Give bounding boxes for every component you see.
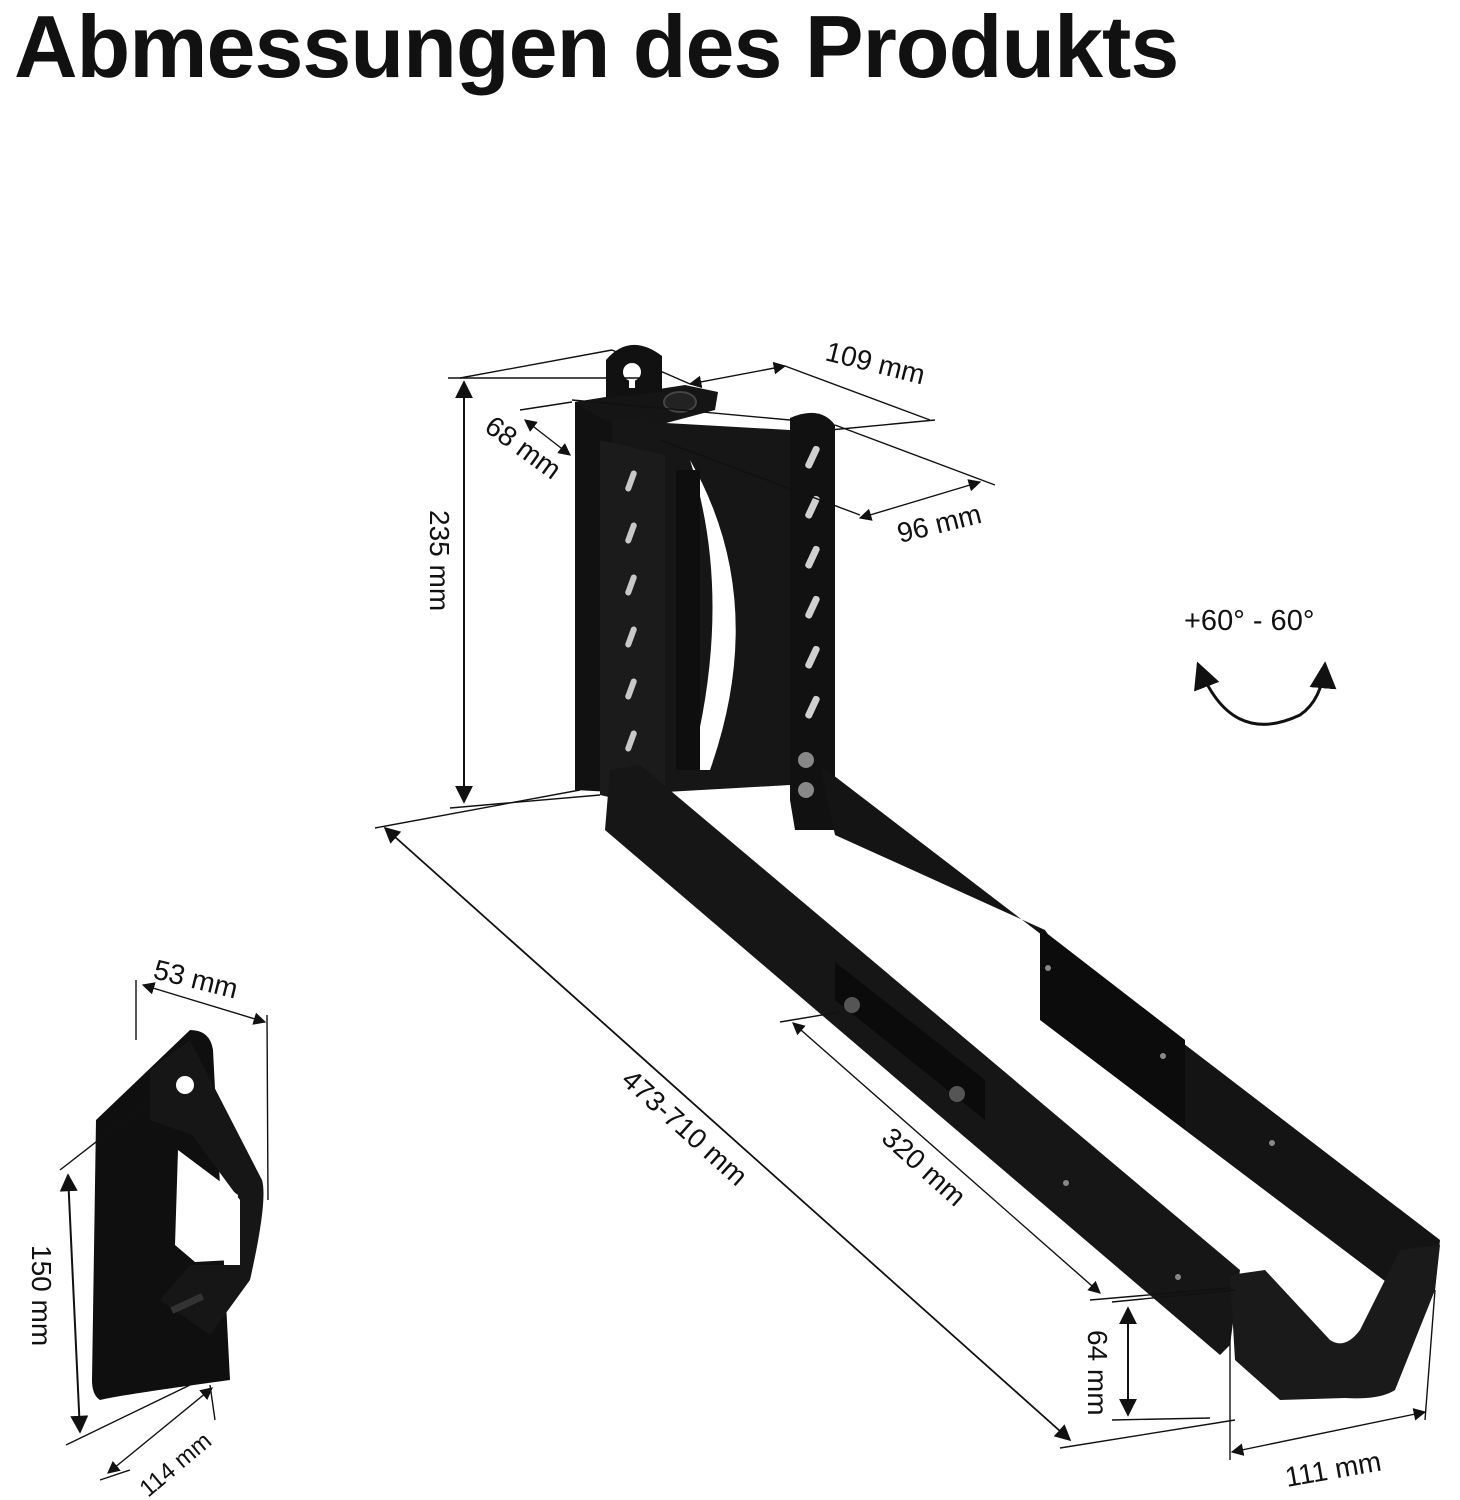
dim-depth-top: 68 mm: [479, 410, 566, 485]
page-title: Abmessungen des Produkts: [14, 0, 1179, 96]
hook: [1230, 1245, 1440, 1400]
dim-height: 235 mm: [424, 510, 455, 611]
rotation-label: +60° - 60°: [1184, 605, 1314, 637]
dim-arm-length: 473-710 mm: [616, 1063, 754, 1191]
dim-hook-height: 64 mm: [1082, 1330, 1113, 1416]
dim-width-top: 109 mm: [823, 336, 929, 391]
dim-clip-width: 114 mm: [135, 1427, 217, 1500]
rotation-knob: [663, 391, 697, 413]
rotate-arrows-icon: [1194, 661, 1337, 726]
rotation-indicator: +60° - 60°: [1184, 605, 1337, 726]
wall-bracket: [575, 344, 1440, 1400]
wall-clip: [92, 1030, 264, 1400]
dim-clip-height: 150 mm: [26, 1245, 57, 1346]
dim-hook-width: 111 mm: [1283, 1446, 1384, 1493]
right-slot-plate: [790, 412, 835, 830]
clip-dimension-lines: [59, 980, 269, 1481]
clip-hook: [150, 1040, 264, 1335]
left-slot-plate: [600, 440, 665, 810]
dimension-lines: [374, 349, 1436, 1460]
dim-width-plate: 96 mm: [894, 498, 985, 549]
dim-clip-depth: 53 mm: [151, 954, 242, 1005]
